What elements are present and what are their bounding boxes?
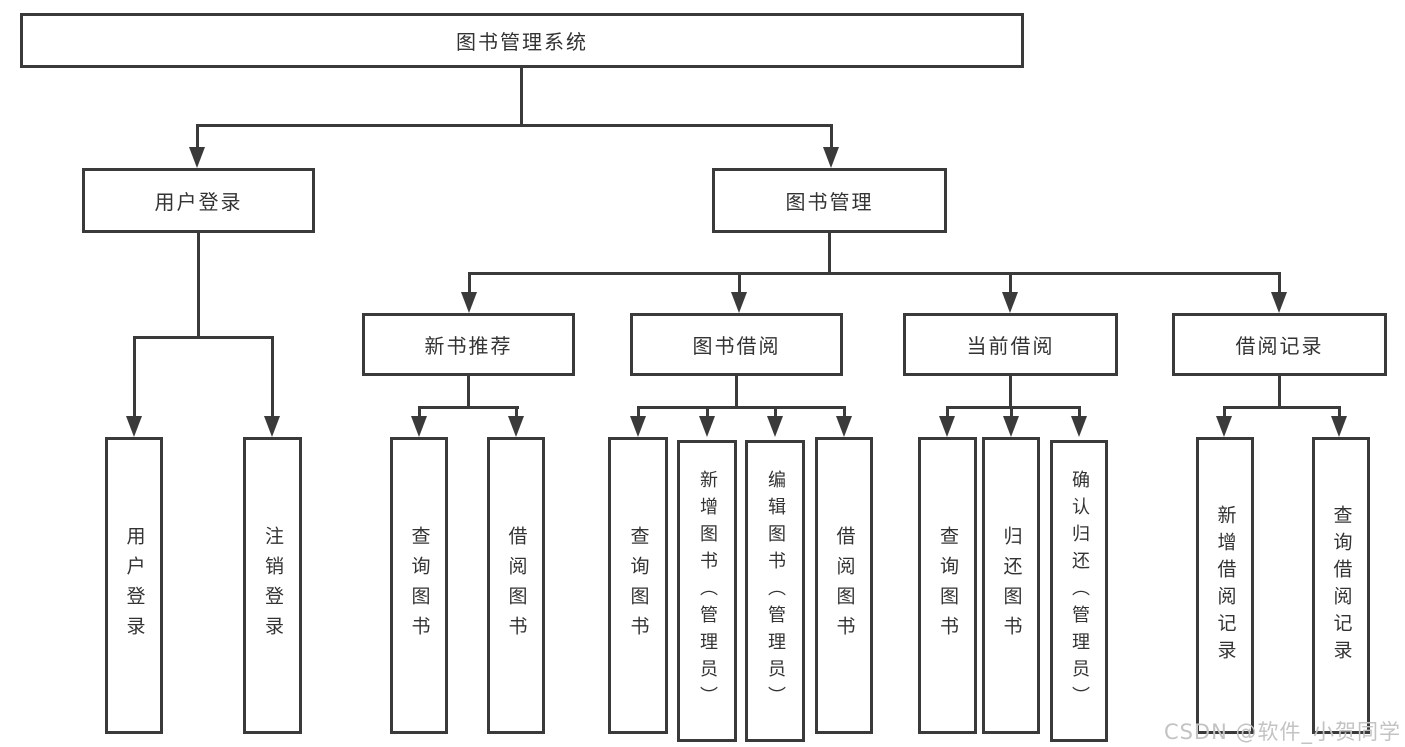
leaf-query-books-current: 查询图书 bbox=[918, 437, 977, 734]
node-current-borrowing: 当前借阅 bbox=[903, 313, 1118, 376]
connector-line bbox=[197, 233, 200, 339]
leaf-label: 借阅图书 bbox=[833, 525, 856, 646]
connector-arrowhead-down bbox=[823, 147, 839, 168]
node-label: 当前借阅 bbox=[966, 334, 1055, 358]
leaf-borrow-books-recommend: 借阅图书 bbox=[487, 437, 545, 734]
connector-line bbox=[1223, 406, 1341, 409]
node-label: 借阅记录 bbox=[1235, 334, 1324, 358]
leaf-user-login: 用户登录 bbox=[105, 437, 163, 734]
leaf-query-borrow-record: 查询借阅记录 bbox=[1312, 437, 1370, 734]
node-label: 新书推荐 bbox=[424, 334, 513, 358]
connector-arrowhead-down bbox=[264, 416, 280, 437]
leaf-label: 查询图书 bbox=[627, 525, 650, 646]
connector-arrowhead-down bbox=[189, 147, 205, 168]
connector-arrowhead-down bbox=[126, 416, 142, 437]
connector-line bbox=[468, 272, 471, 296]
connector-arrowhead-down bbox=[699, 416, 715, 437]
leaf-label: 确认归还（管理员） bbox=[1069, 469, 1090, 713]
leaf-edit-books-admin: 编辑图书（管理员） bbox=[745, 440, 805, 742]
connector-line bbox=[418, 406, 421, 420]
leaf-label: 注销登录 bbox=[262, 525, 284, 646]
connector-line bbox=[774, 406, 777, 420]
connector-arrowhead-down bbox=[1331, 416, 1347, 437]
connector-arrowhead-down bbox=[1071, 416, 1087, 437]
node-label: 图书管理 bbox=[785, 190, 874, 214]
leaf-borrow-books-borrowing: 借阅图书 bbox=[815, 437, 873, 734]
node-book-management: 图书管理 bbox=[712, 168, 947, 233]
node-label: 图书管理系统 bbox=[456, 30, 588, 54]
connector-arrowhead-down bbox=[1271, 292, 1287, 313]
leaf-label: 新增图书（管理员） bbox=[697, 469, 718, 713]
connector-line bbox=[637, 406, 846, 409]
connector-arrowhead-down bbox=[630, 416, 646, 437]
leaf-label: 新增借阅记录 bbox=[1214, 504, 1237, 667]
leaf-label: 编辑图书（管理员） bbox=[765, 469, 786, 713]
leaf-label: 查询图书 bbox=[937, 525, 959, 646]
connector-line bbox=[738, 272, 741, 296]
connector-arrowhead-down bbox=[461, 292, 477, 313]
connector-line bbox=[946, 406, 1081, 409]
connector-line bbox=[520, 68, 523, 126]
leaf-label: 查询图书 bbox=[408, 525, 431, 646]
leaf-label: 借阅图书 bbox=[505, 525, 528, 646]
leaf-label: 查询借阅记录 bbox=[1330, 504, 1353, 667]
connector-line bbox=[1010, 406, 1013, 420]
connector-line bbox=[196, 124, 833, 127]
connector-arrowhead-down bbox=[1003, 416, 1019, 437]
connector-line bbox=[418, 406, 519, 409]
leaf-query-books-recommend: 查询图书 bbox=[390, 437, 448, 734]
connector-arrowhead-down bbox=[836, 416, 852, 437]
connector-arrowhead-down bbox=[508, 416, 524, 437]
connector-arrowhead-down bbox=[1216, 416, 1232, 437]
connector-line bbox=[1009, 272, 1012, 296]
connector-arrowhead-down bbox=[731, 292, 747, 313]
node-borrowing-records: 借阅记录 bbox=[1172, 313, 1387, 376]
leaf-add-books-admin: 新增图书（管理员） bbox=[677, 440, 737, 742]
connector-line bbox=[467, 376, 470, 409]
connector-line bbox=[1278, 272, 1281, 296]
leaf-logout: 注销登录 bbox=[243, 437, 302, 734]
connector-arrowhead-down bbox=[939, 416, 955, 437]
connector-arrowhead-down bbox=[767, 416, 783, 437]
connector-line bbox=[271, 336, 274, 420]
connector-line bbox=[1009, 376, 1012, 409]
watermark-text: CSDN @软件_小贺同学 bbox=[1163, 720, 1401, 744]
leaf-label: 用户登录 bbox=[123, 525, 146, 646]
connector-line bbox=[830, 124, 833, 152]
connector-arrowhead-down bbox=[411, 416, 427, 437]
connector-line bbox=[133, 336, 136, 420]
connector-line bbox=[735, 376, 738, 409]
connector-line bbox=[196, 124, 199, 152]
connector-line bbox=[946, 406, 949, 420]
connector-line bbox=[1338, 406, 1341, 420]
connector-line bbox=[515, 406, 518, 420]
connector-line bbox=[133, 336, 274, 339]
node-user-login: 用户登录 bbox=[82, 168, 315, 233]
node-library-management-system: 图书管理系统 bbox=[20, 13, 1024, 68]
connector-line bbox=[1078, 406, 1081, 420]
leaf-query-books-borrowing: 查询图书 bbox=[608, 437, 668, 734]
connector-line bbox=[637, 406, 640, 420]
leaf-confirm-return-admin: 确认归还（管理员） bbox=[1050, 440, 1108, 742]
node-new-book-recommendation: 新书推荐 bbox=[362, 313, 575, 376]
connector-line bbox=[706, 406, 709, 420]
node-book-borrowing: 图书借阅 bbox=[630, 313, 843, 376]
connector-line bbox=[843, 406, 846, 420]
node-label: 用户登录 bbox=[154, 190, 243, 214]
connector-line bbox=[828, 233, 831, 275]
node-label: 图书借阅 bbox=[692, 334, 781, 358]
leaf-label: 归还图书 bbox=[1000, 525, 1023, 646]
connector-line bbox=[468, 272, 1281, 275]
connector-line bbox=[1223, 406, 1226, 420]
connector-arrowhead-down bbox=[1002, 292, 1018, 313]
connector-line bbox=[1278, 376, 1281, 409]
leaf-return-books: 归还图书 bbox=[982, 437, 1040, 734]
leaf-add-borrow-record: 新增借阅记录 bbox=[1196, 437, 1254, 734]
